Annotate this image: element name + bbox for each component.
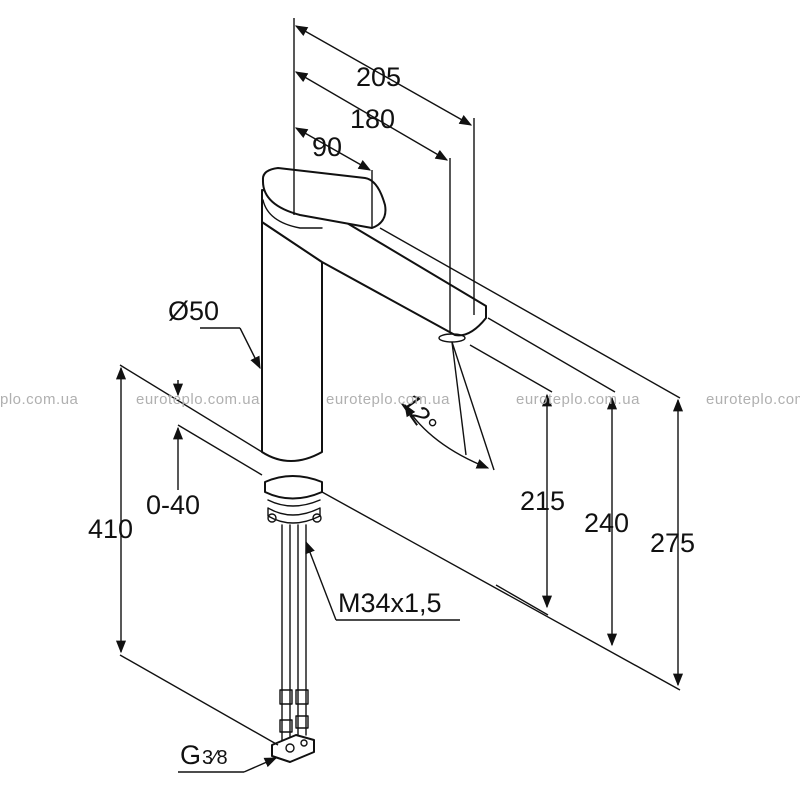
watermark-text-3: euroteplo.com.ua xyxy=(326,391,450,408)
connection-callout: G 3⁄8 xyxy=(178,740,278,773)
connection-label: G xyxy=(180,740,201,770)
left-dimensions: 410 0-40 xyxy=(88,364,279,746)
thread-callout: M34x1,5 xyxy=(305,540,460,621)
dimension-90-label: 90 xyxy=(312,132,342,162)
dimension-215-label: 215 xyxy=(520,486,565,516)
dimension-205-label: 205 xyxy=(356,62,401,92)
watermark-text-5: euroteplo.com.ua xyxy=(706,391,800,408)
thread-label: M34x1,5 xyxy=(338,588,442,618)
watermark-text-4: euroteplo.com.ua xyxy=(516,391,640,408)
mounting-stud-left xyxy=(267,513,277,523)
aerator xyxy=(438,333,466,343)
dimension-180-label: 180 xyxy=(350,104,395,134)
height-dimensions: 215 240 275 xyxy=(321,227,695,691)
diameter-callout: Ø50 xyxy=(168,296,261,370)
dimension-410-label: 410 xyxy=(88,514,133,544)
dimension-240-label: 240 xyxy=(584,508,629,538)
diameter-label: Ø50 xyxy=(168,296,219,326)
faucet-spout xyxy=(261,189,487,337)
base-ring xyxy=(264,475,323,500)
connection-fraction-label: 3⁄8 xyxy=(202,747,228,769)
dimension-90-line xyxy=(294,127,372,171)
dimension-180-line xyxy=(294,71,449,161)
faucet-body xyxy=(261,167,487,763)
watermark-row: plo.com.ua euroteplo.com.ua euroteplo.co… xyxy=(0,391,800,408)
watermark-text-1: plo.com.ua xyxy=(0,391,79,408)
hose-connector xyxy=(271,734,315,763)
watermark-text-2: euroteplo.com.ua xyxy=(136,391,260,408)
faucet-column xyxy=(261,221,323,462)
top-dimensions: 205 180 90 xyxy=(293,18,475,332)
mounting-stud-right xyxy=(312,513,322,523)
dimension-range-label: 0-40 xyxy=(146,490,200,520)
dimension-275-label: 275 xyxy=(650,528,695,558)
